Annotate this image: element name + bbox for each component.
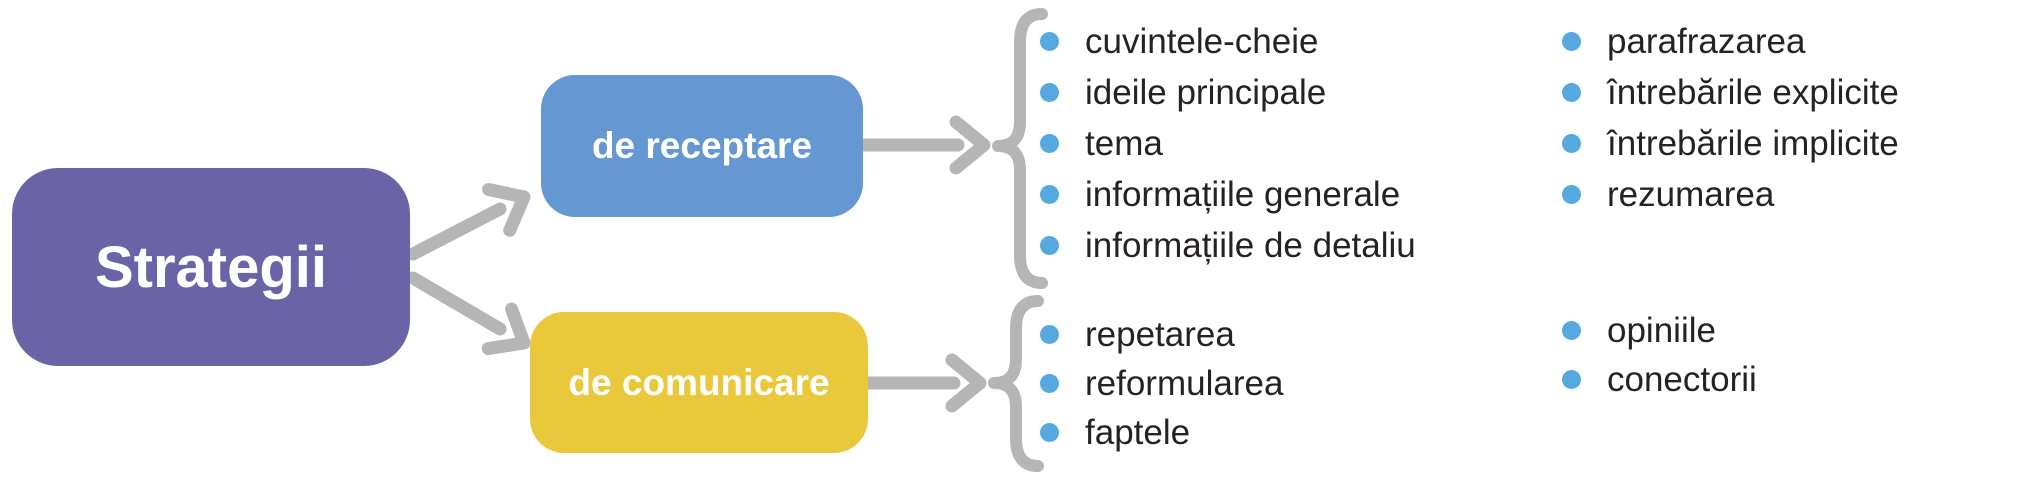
- branch-box-label: de comunicare: [568, 361, 830, 403]
- list-item: faptele: [1040, 408, 1283, 457]
- list-item: tema: [1040, 118, 1416, 169]
- list-item-label: reformularea: [1085, 363, 1284, 403]
- list-item: repetarea: [1040, 310, 1283, 359]
- arrow-receptare-to-list: [857, 115, 991, 175]
- list-item: informațiile de detaliu: [1040, 220, 1416, 271]
- root-box-strategii: Strategii: [12, 168, 410, 366]
- list-item-label: opiniile: [1607, 310, 1716, 350]
- bullet-dot-icon: [1040, 83, 1059, 102]
- list-item-label: întrebările implicite: [1607, 123, 1899, 163]
- list-item-label: cuvintele-cheie: [1085, 21, 1319, 61]
- bullet-dot-icon: [1562, 185, 1581, 204]
- bullet-dot-icon: [1562, 83, 1581, 102]
- list-item-label: conectorii: [1607, 359, 1757, 399]
- list-item-label: parafrazarea: [1607, 21, 1806, 61]
- list-item: ideile principale: [1040, 67, 1416, 118]
- brace-receptare: [992, 8, 1048, 289]
- branch-box-de-receptare: de receptare: [541, 75, 863, 217]
- list-item-label: informațiile generale: [1085, 174, 1401, 214]
- list-item: cuvintele-cheie: [1040, 16, 1416, 67]
- list-item-label: repetarea: [1085, 314, 1235, 354]
- branch-box-de-comunicare: de comunicare: [530, 312, 868, 453]
- list-item-label: întrebările explicite: [1607, 72, 1899, 112]
- bullet-dot-icon: [1040, 185, 1059, 204]
- list-item: reformularea: [1040, 359, 1283, 408]
- list-item-label: ideile principale: [1085, 72, 1327, 112]
- arrow-root-to-receptare: [406, 182, 531, 261]
- root-box-label: Strategii: [94, 234, 328, 300]
- list-item: rezumarea: [1562, 169, 1899, 220]
- arrow-root-to-comunicare: [406, 271, 531, 356]
- list-item-label: tema: [1085, 123, 1163, 163]
- list-item: opiniile: [1562, 306, 1757, 355]
- bullet-dot-icon: [1040, 374, 1059, 393]
- bullet-dot-icon: [1040, 134, 1059, 153]
- bullet-dot-icon: [1040, 423, 1059, 442]
- list-item: întrebările explicite: [1562, 67, 1899, 118]
- list-item-label: informațiile de detaliu: [1085, 225, 1416, 265]
- bullet-dot-icon: [1562, 134, 1581, 153]
- receptare-list-column-1: cuvintele-cheie ideile principale tema i…: [1040, 16, 1416, 271]
- list-item: întrebările implicite: [1562, 118, 1899, 169]
- bullet-dot-icon: [1562, 321, 1581, 340]
- receptare-list-column-2: parafrazarea întrebările explicite între…: [1562, 16, 1899, 220]
- list-item: conectorii: [1562, 355, 1757, 404]
- arrow-comunicare-to-list: [862, 353, 987, 413]
- brace-comunicare: [988, 295, 1044, 472]
- list-item-label: rezumarea: [1607, 174, 1775, 214]
- list-item: informațiile generale: [1040, 169, 1416, 220]
- branch-box-label: de receptare: [591, 125, 813, 166]
- bullet-dot-icon: [1562, 370, 1581, 389]
- bullet-dot-icon: [1040, 325, 1059, 344]
- list-item-label: faptele: [1085, 412, 1191, 452]
- list-item: parafrazarea: [1562, 16, 1899, 67]
- comunicare-list-column-2: opiniile conectorii: [1562, 306, 1757, 404]
- comunicare-list-column-1: repetarea reformularea faptele: [1040, 310, 1283, 457]
- bullet-dot-icon: [1040, 32, 1059, 51]
- bullet-dot-icon: [1562, 32, 1581, 51]
- bullet-dot-icon: [1040, 236, 1059, 255]
